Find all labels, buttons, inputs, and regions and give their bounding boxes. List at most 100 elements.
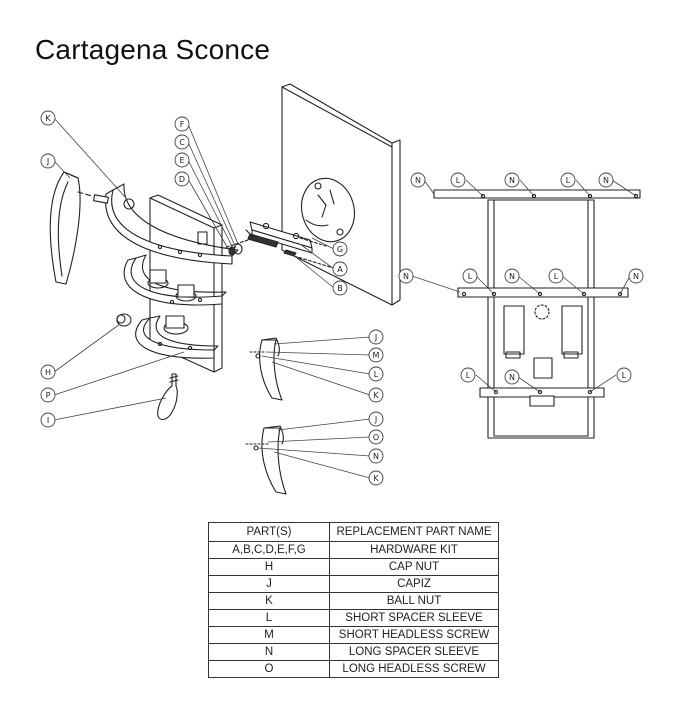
- callout-n: N: [504, 369, 520, 385]
- callout-circle: [628, 268, 644, 284]
- callout-label: K: [373, 391, 379, 400]
- callout-circle: [598, 172, 614, 188]
- callout-j: J: [368, 329, 384, 345]
- callout-circle: [40, 364, 56, 380]
- part-code: K: [208, 592, 330, 610]
- callout-label: L: [468, 272, 473, 281]
- callout-circle: [174, 171, 190, 187]
- callout-circle: [174, 134, 190, 150]
- callout-f: F: [174, 116, 190, 132]
- callout-label: K: [373, 474, 379, 483]
- callout-label: B: [337, 284, 343, 293]
- callout-label: P: [46, 391, 51, 400]
- part-name: SHORT HEADLESS SCREW: [329, 626, 499, 644]
- part-code: H: [208, 558, 330, 576]
- callout-circle: [368, 387, 384, 403]
- callout-circle: [616, 367, 632, 383]
- callout-label: E: [179, 156, 184, 165]
- callout-label: K: [45, 114, 51, 123]
- callout-label: N: [603, 176, 609, 185]
- callout-circle: [398, 268, 414, 284]
- callout-label: G: [337, 245, 343, 254]
- callout-circle: [368, 470, 384, 486]
- part-code: A,B,C,D,E,F,G: [208, 541, 330, 559]
- callout-circle: [332, 261, 348, 277]
- callout-label: L: [456, 176, 461, 185]
- callout-n: N: [368, 448, 384, 464]
- callout-circle: [332, 280, 348, 296]
- callout-circle: [40, 153, 56, 169]
- callout-l: L: [616, 367, 632, 383]
- callout-circle: [548, 268, 564, 284]
- callout-circle: [368, 448, 384, 464]
- callout-label: N: [403, 272, 409, 281]
- callout-l: L: [548, 268, 564, 284]
- callout-label: F: [180, 120, 185, 129]
- callout-circle: [40, 412, 56, 428]
- middle-arm: [123, 254, 227, 306]
- callout-circle: [504, 172, 520, 188]
- callout-label: I: [47, 416, 49, 425]
- callout-label: N: [633, 272, 639, 281]
- callout-j: J: [368, 411, 384, 427]
- callout-label: J: [374, 333, 377, 342]
- page-title: Cartagena Sconce: [35, 34, 271, 65]
- callout-circle: [504, 268, 520, 284]
- callout-k: K: [368, 470, 384, 486]
- callout-label: C: [179, 138, 185, 147]
- shell-detail-upper: [249, 337, 283, 401]
- part-code: N: [208, 643, 330, 661]
- callout-circle: [368, 347, 384, 363]
- lower-arm: [135, 315, 219, 359]
- part-code: L: [208, 609, 330, 627]
- table-header-row: PART(S) REPLACEMENT PART NAME: [208, 522, 499, 542]
- callout-circle: [40, 110, 56, 126]
- callout-n: N: [628, 268, 644, 284]
- callout-label: D: [179, 175, 185, 184]
- callout-circle: [560, 172, 576, 188]
- capiz-shell: [49, 171, 81, 285]
- callout-l: L: [460, 367, 476, 383]
- upper-arm: [105, 183, 239, 265]
- callout-n: N: [504, 268, 520, 284]
- callout-j: J: [40, 153, 56, 169]
- callout-label: M: [373, 351, 380, 360]
- part-name: LONG SPACER SLEEVE: [329, 643, 499, 661]
- part-code: J: [208, 575, 330, 593]
- column-header: PART(S): [208, 522, 330, 542]
- callout-circle: [368, 366, 384, 382]
- callout-l: L: [560, 172, 576, 188]
- callout-e: E: [174, 152, 190, 168]
- callout-label: H: [45, 368, 51, 377]
- spacer-sleeve-exploded: [77, 191, 109, 204]
- callout-n: N: [504, 172, 520, 188]
- callout-label: L: [566, 176, 571, 185]
- callout-circle: [460, 367, 476, 383]
- callout-label: A: [337, 265, 343, 274]
- part-name: LONG HEADLESS SCREW: [329, 660, 499, 678]
- callout-label: L: [622, 371, 627, 380]
- callout-h: H: [40, 364, 56, 380]
- front-view: [433, 189, 641, 439]
- callout-circle: [368, 429, 384, 445]
- part-name: CAPIZ: [329, 575, 499, 593]
- callout-n: N: [410, 172, 426, 188]
- callout-circle: [368, 329, 384, 345]
- callout-circle: [462, 268, 478, 284]
- callout-label: N: [509, 176, 515, 185]
- shell-detail-lower: [245, 425, 287, 495]
- callout-label: O: [373, 433, 379, 442]
- callout-label: N: [373, 452, 379, 461]
- callout-circle: [410, 172, 426, 188]
- callout-label: L: [554, 272, 559, 281]
- callout-p: P: [40, 387, 56, 403]
- callout-n: N: [398, 268, 414, 284]
- callout-label: N: [415, 176, 421, 185]
- part-name: HARDWARE KIT: [329, 541, 499, 559]
- cap-nut: [116, 313, 132, 327]
